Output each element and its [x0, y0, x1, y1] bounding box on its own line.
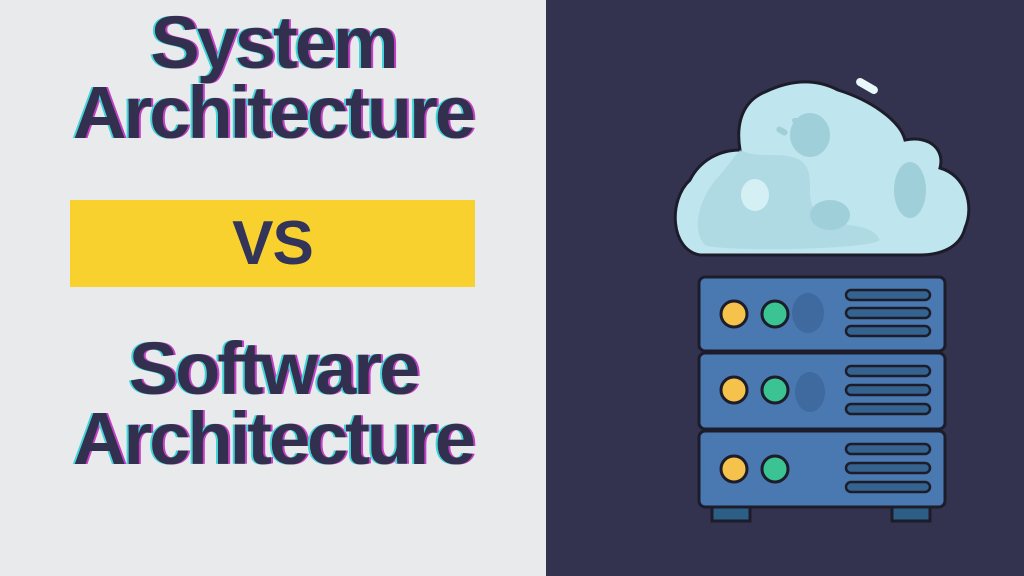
cloud-icon — [673, 78, 971, 257]
title-line: Architecture — [73, 397, 476, 480]
server-rack-icon — [697, 275, 947, 523]
server-unit — [697, 275, 947, 353]
title-line: Software — [128, 327, 421, 410]
title-system-architecture: System Architecture — [0, 1, 546, 154]
left-panel: System Architecture VS Software Architec… — [0, 0, 546, 576]
vs-banner: VS — [70, 200, 475, 287]
title-line: System — [150, 1, 398, 84]
server-unit — [697, 429, 947, 509]
title-line: Architecture — [73, 71, 476, 154]
illustration — [673, 78, 971, 523]
server-unit — [697, 351, 947, 431]
vs-label: VS — [232, 209, 314, 278]
title-software-architecture: Software Architecture — [0, 327, 546, 480]
